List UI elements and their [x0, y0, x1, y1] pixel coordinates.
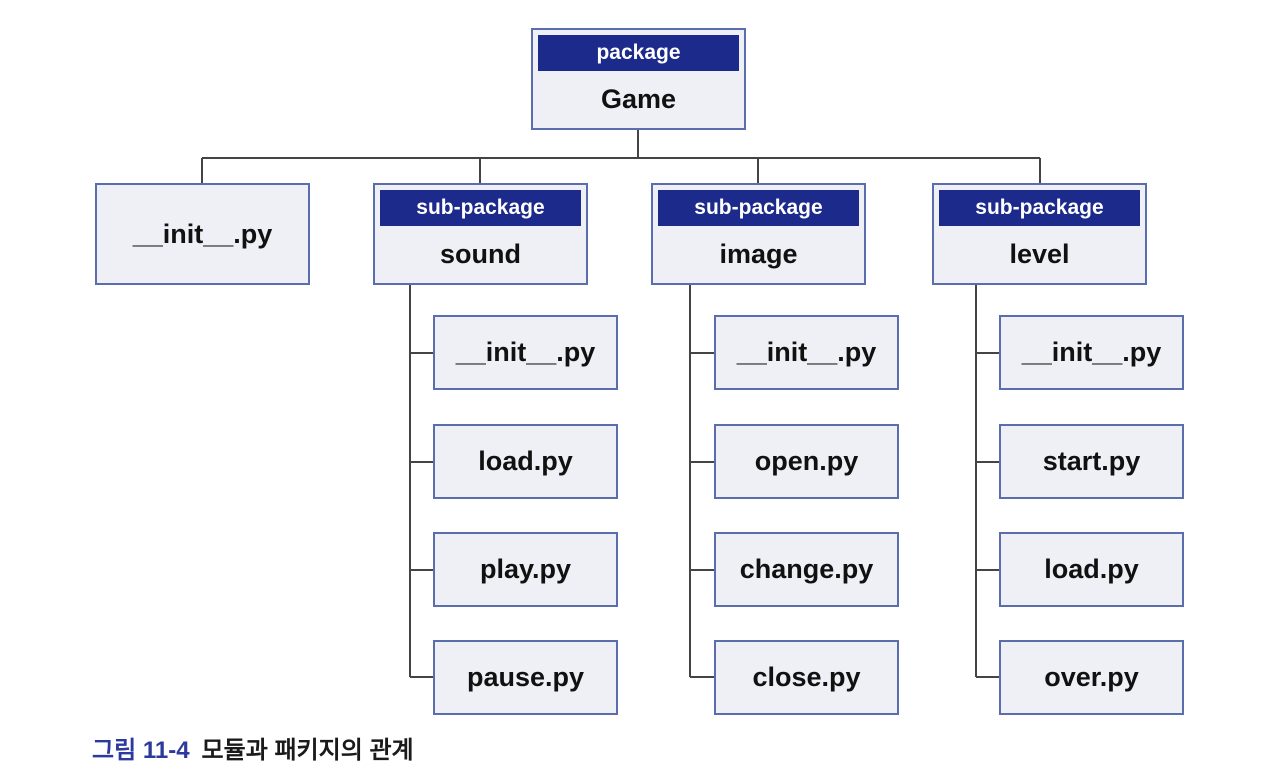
subpackage-sound-box: sub-package sound	[373, 183, 588, 285]
subpackage-level-name: level	[1009, 239, 1070, 269]
figure-number: 그림 11-4	[92, 737, 190, 764]
level-module-over: over.py	[999, 640, 1184, 715]
subpackage-sound-name: sound	[440, 239, 521, 269]
subpackage-sound-header: sub-package	[380, 190, 581, 226]
root-package-box: package Game	[531, 28, 746, 130]
sound-module-pause: pause.py	[433, 640, 618, 715]
image-module-init: __init__.py	[714, 315, 899, 390]
level-module-load: load.py	[999, 532, 1184, 607]
level-module-start: start.py	[999, 424, 1184, 499]
subpackage-level-header: sub-package	[939, 190, 1140, 226]
subpackage-level-box: sub-package level	[932, 183, 1147, 285]
image-module-close: close.py	[714, 640, 899, 715]
sound-module-load: load.py	[433, 424, 618, 499]
sound-module-init: __init__.py	[433, 315, 618, 390]
subpackage-image-name: image	[719, 239, 798, 269]
root-init-module: __init__.py	[95, 183, 310, 285]
level-module-init: __init__.py	[999, 315, 1184, 390]
figure-title: 모듈과 패키지의 관계	[201, 737, 414, 764]
subpackage-image-header: sub-package	[658, 190, 859, 226]
root-package-header: package	[538, 35, 739, 71]
figure-caption: 그림 11-4 모듈과 패키지의 관계	[92, 730, 414, 765]
subpackage-image-box: sub-package image	[651, 183, 866, 285]
image-module-change: change.py	[714, 532, 899, 607]
root-package-name: Game	[600, 84, 677, 114]
image-module-open: open.py	[714, 424, 899, 499]
sound-module-play: play.py	[433, 532, 618, 607]
